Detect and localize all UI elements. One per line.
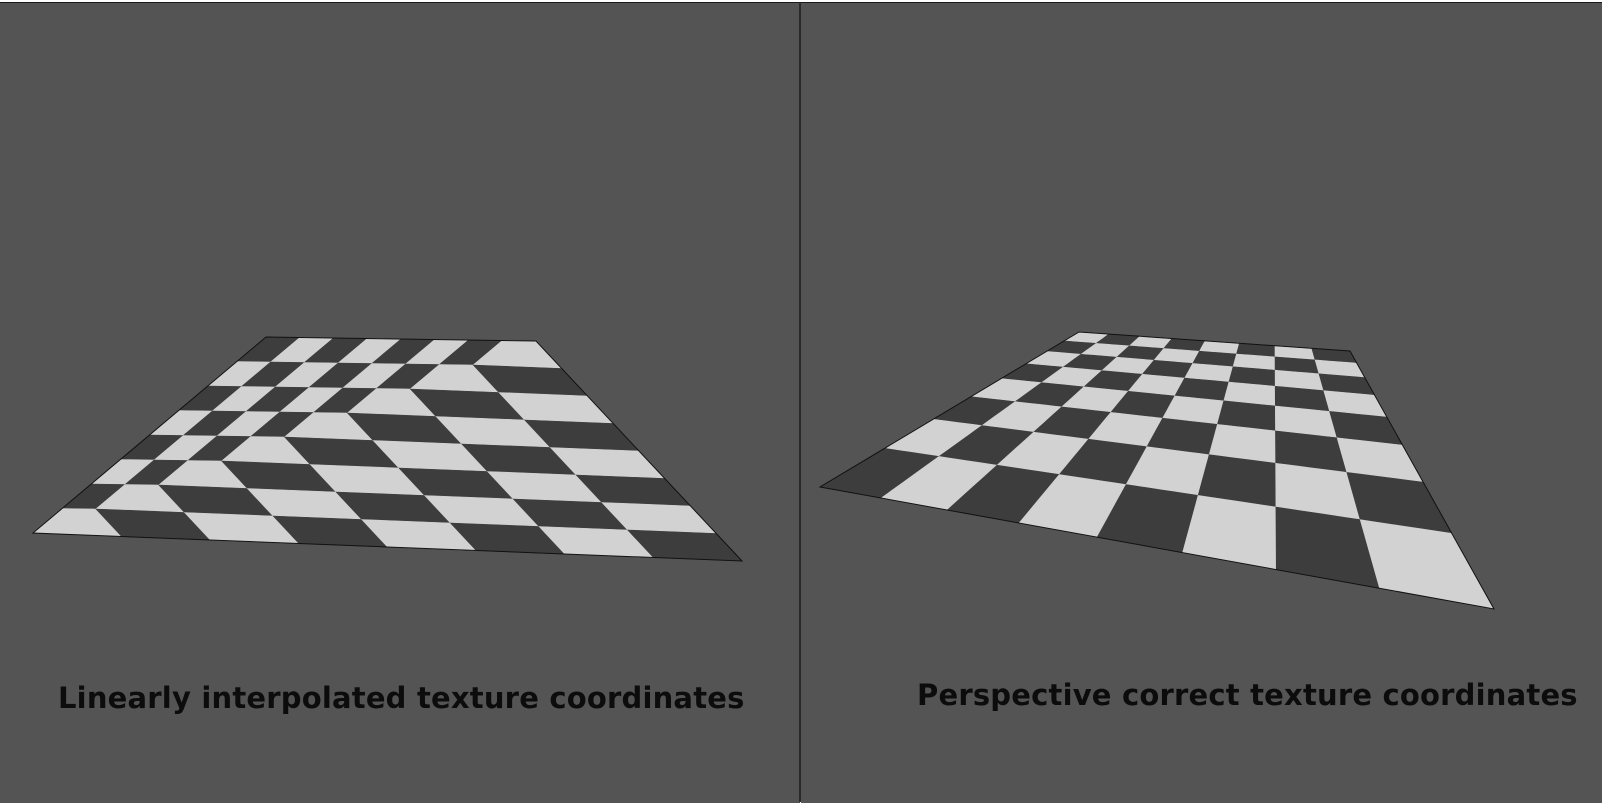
- checker-square: [1182, 495, 1277, 570]
- right-panel: Perspective correct texture coordinates: [801, 2, 1602, 803]
- left-panel: Linearly interpolated texture coordinate…: [0, 2, 800, 803]
- perspective-checkerboard-plane: [818, 331, 1495, 610]
- plane-outline: [31, 336, 744, 562]
- panel-divider: [799, 2, 801, 802]
- right-caption: Perspective correct texture coordinates: [917, 678, 1578, 712]
- linear-checkerboard-plane: [31, 336, 744, 562]
- plane-outline: [818, 331, 1495, 610]
- left-caption: Linearly interpolated texture coordinate…: [58, 681, 745, 715]
- checker-square: [1359, 519, 1495, 610]
